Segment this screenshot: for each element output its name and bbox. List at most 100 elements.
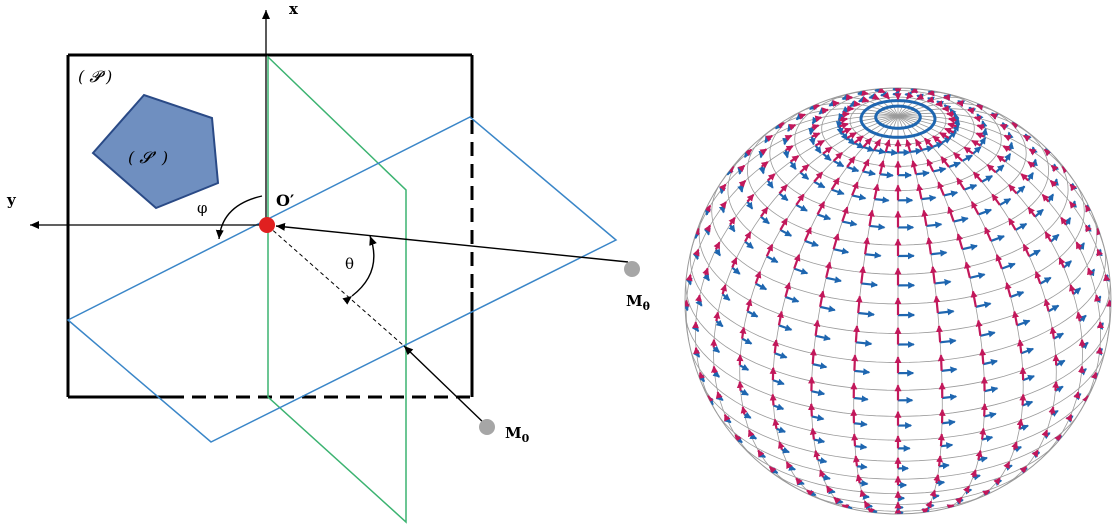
vector-e-theta-arrow	[730, 257, 738, 268]
vector-e-phi-arrow	[774, 352, 788, 359]
vector-e-phi-arrow	[1034, 208, 1044, 218]
vector-e-theta-arrow	[975, 132, 985, 139]
vector-e-phi-arrow	[746, 310, 759, 318]
vector-e-phi-arrow	[842, 219, 858, 227]
vector-e-phi-arrow	[979, 136, 987, 147]
vector-e-phi-arrow	[936, 479, 946, 487]
vector-e-phi-arrow	[978, 208, 993, 216]
vector-e-theta-arrow	[778, 441, 785, 450]
vector-e-theta-arrow	[882, 91, 890, 100]
vector-e-theta-arrow	[853, 100, 861, 108]
vector-e-theta-arrow	[1011, 122, 1020, 129]
vector-e-phi-arrow	[781, 446, 790, 454]
vector-e-theta-arrow	[785, 145, 794, 153]
vector-e-phi-arrow	[942, 393, 958, 401]
vector-e-theta-arrow	[975, 319, 983, 336]
vector-e-theta-arrow	[747, 429, 755, 438]
vector-e-theta-arrow	[841, 127, 852, 135]
vector-e-theta-arrow	[937, 433, 945, 447]
projection-line	[267, 225, 405, 347]
vector-e-theta-arrow	[779, 217, 788, 231]
vector-e-theta-arrow	[986, 164, 997, 174]
vector-e-phi-arrow	[969, 272, 986, 280]
vector-e-theta-arrow	[1069, 183, 1077, 192]
vector-e-theta-arrow	[936, 455, 944, 467]
vector-e-theta-arrow	[707, 395, 714, 403]
vector-e-theta-arrow	[811, 123, 820, 131]
vector-e-phi-arrow	[981, 127, 988, 137]
vector-e-theta-arrow	[744, 231, 752, 243]
vector-e-theta-arrow	[832, 233, 840, 250]
vector-e-phi-arrow	[874, 88, 882, 94]
vector-e-theta-arrow	[982, 489, 990, 497]
vector-e-theta-arrow	[754, 270, 762, 284]
vector-e-theta-arrow	[808, 402, 816, 417]
vector-e-phi-arrow	[766, 179, 774, 189]
vector-e-theta-arrow	[692, 248, 700, 257]
vector-e-phi-arrow	[981, 175, 994, 183]
vector-e-theta-arrow	[767, 173, 776, 182]
vector-e-phi-arrow	[980, 330, 996, 338]
vector-e-theta-arrow	[778, 184, 788, 195]
vector-e-theta-arrow	[744, 148, 753, 157]
vector-e-theta-arrow	[1027, 206, 1036, 218]
vector-e-theta-arrow	[819, 469, 826, 478]
vector-e-phi-arrow	[731, 266, 741, 275]
vector-e-phi-arrow	[851, 193, 867, 201]
vector-e-theta-arrow	[803, 226, 812, 242]
vector-e-theta-arrow	[813, 171, 824, 183]
vector-e-theta-arrow	[1084, 224, 1092, 233]
vector-e-theta-arrow	[851, 181, 859, 196]
vector-e-phi-arrow	[961, 154, 973, 162]
vector-e-theta-arrow	[814, 115, 823, 123]
vector-e-theta-arrow	[1084, 204, 1092, 213]
vector-e-phi-arrow	[728, 224, 736, 233]
vector-e-theta-arrow	[970, 201, 980, 215]
vector-e-phi-arrow	[782, 137, 790, 146]
vector-e-phi-arrow	[846, 137, 856, 145]
vector-e-theta-arrow	[1094, 294, 1101, 302]
sphere-vector-field	[685, 88, 1111, 514]
vector-e-theta-arrow	[976, 123, 985, 131]
vector-e-theta-arrow	[861, 158, 870, 172]
vector-e-theta-arrow	[723, 413, 731, 422]
vector-e-phi-arrow	[835, 497, 844, 505]
vector-e-theta-arrow	[726, 165, 735, 174]
vector-e-theta-arrow	[937, 354, 945, 371]
vector-e-phi-arrow	[1053, 332, 1065, 340]
vector-e-theta-arrow	[946, 504, 955, 511]
vector-e-phi-arrow	[981, 435, 994, 442]
vector-e-theta-arrow	[1008, 217, 1017, 231]
vector-e-theta-arrow	[846, 156, 856, 168]
vector-e-phi-arrow	[685, 277, 693, 286]
vector-e-phi-arrow	[721, 293, 731, 301]
vector-e-phi-arrow	[1039, 276, 1052, 285]
vector-e-theta-arrow	[861, 89, 869, 97]
vector-e-phi-arrow	[941, 419, 956, 427]
vector-e-phi-arrow	[817, 457, 828, 464]
vector-e-phi-arrow	[825, 276, 842, 284]
vector-e-theta-arrow	[871, 93, 880, 101]
vector-e-theta-arrow	[933, 473, 941, 484]
vector-e-theta-arrow	[925, 237, 933, 255]
vector-e-phi-arrow	[704, 208, 712, 216]
vector-e-theta-arrow	[963, 146, 974, 155]
vector-e-phi-arrow	[1019, 424, 1029, 432]
vector-e-theta-arrow	[878, 160, 886, 175]
vector-e-phi-arrow	[766, 255, 779, 264]
vector-e-phi-arrow	[1015, 222, 1028, 231]
blue-plane	[66, 116, 618, 443]
vector-e-phi-arrow	[1028, 249, 1041, 258]
vector-e-theta-arrow	[765, 243, 774, 257]
vector-e-phi-arrow	[741, 337, 753, 345]
vector-e-phi-arrow	[879, 91, 888, 99]
vector-e-theta-arrow	[809, 348, 817, 365]
vector-e-theta-arrow	[929, 265, 937, 284]
vector-e-theta-arrow	[1012, 310, 1019, 326]
vector-e-phi-arrow	[833, 159, 845, 168]
sphere-parallel-line	[727, 155, 1069, 275]
vector-e-theta-arrow	[720, 284, 727, 295]
vector-e-phi-arrow	[746, 201, 754, 210]
vector-e-phi-arrow	[857, 89, 865, 96]
